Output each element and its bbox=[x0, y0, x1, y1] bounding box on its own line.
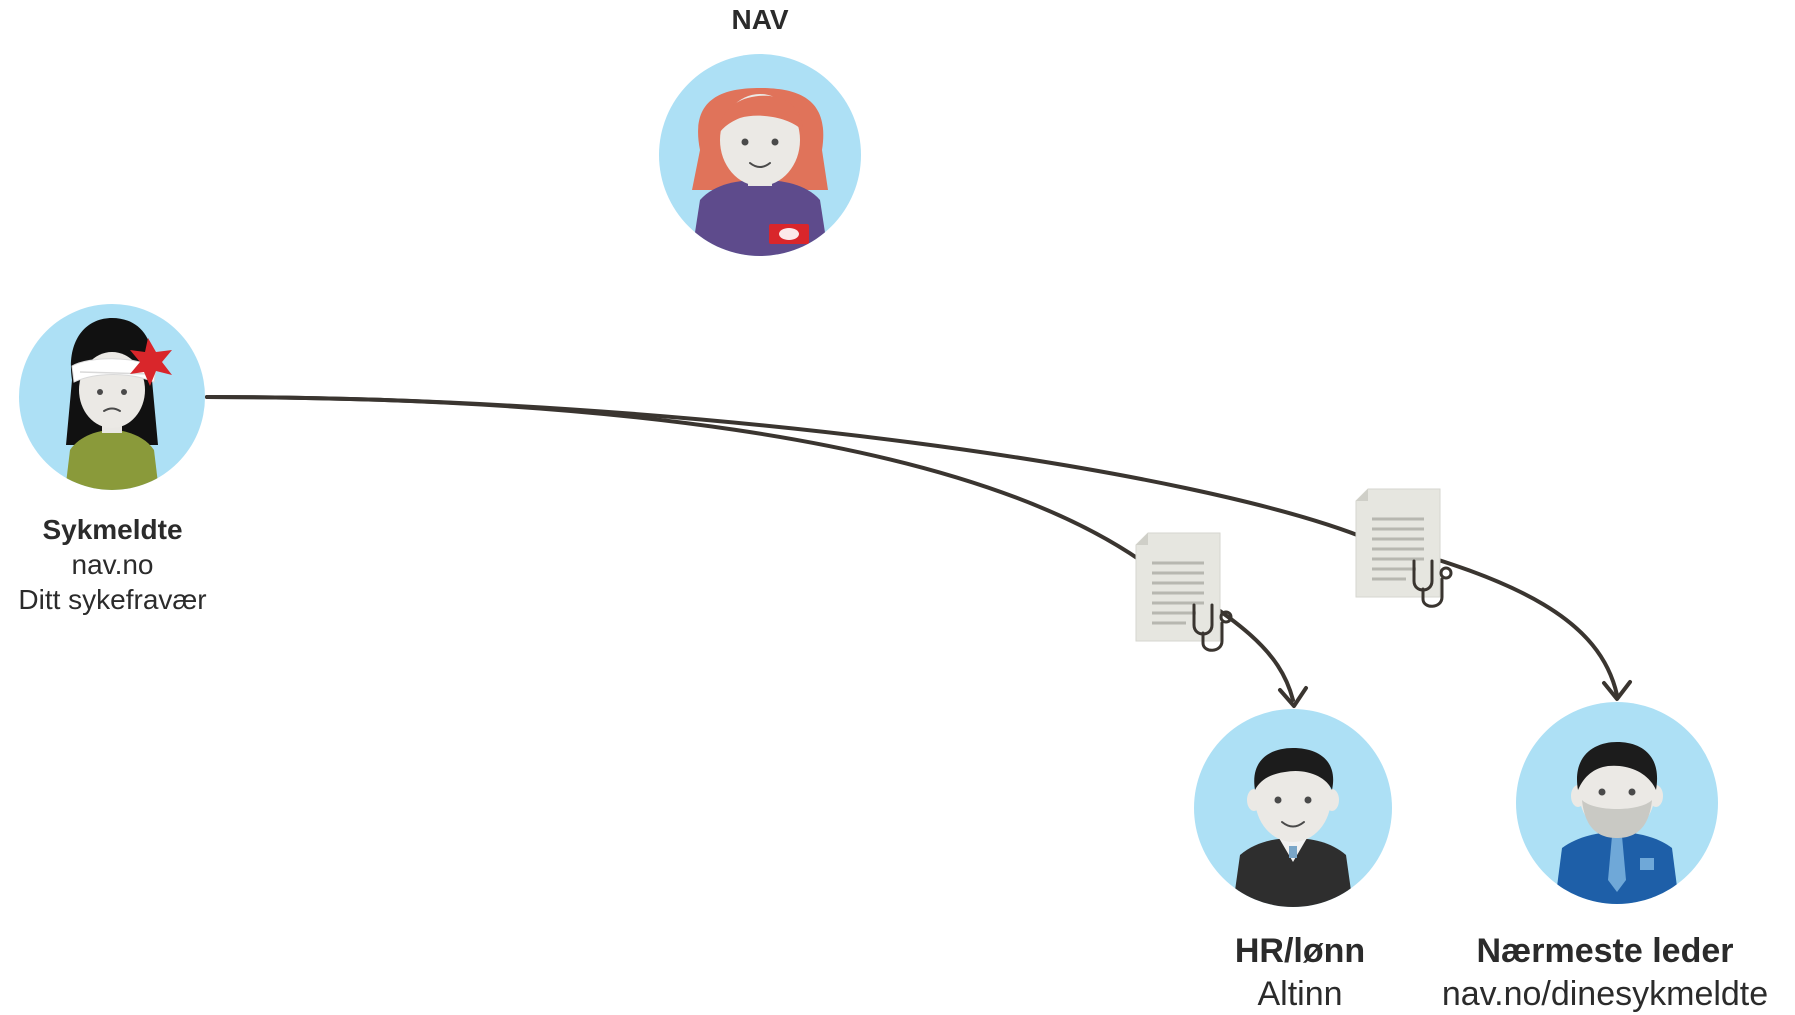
leder-line1: nav.no/dinesykmeldte bbox=[1410, 973, 1795, 1015]
leder-title: Nærmeste leder bbox=[1410, 930, 1795, 973]
sykmeldte-line2: Ditt sykefravær bbox=[0, 582, 225, 617]
nav-title: NAV bbox=[660, 2, 860, 37]
nav-avatar bbox=[659, 54, 861, 265]
sykmeldte-title: Sykmeldte bbox=[0, 512, 225, 547]
sykmeldte-avatar bbox=[19, 304, 205, 500]
medical-certificate-icon bbox=[1356, 489, 1451, 606]
leder-label: Nærmeste leder nav.no/dinesykmeldte bbox=[1410, 930, 1795, 1015]
hr-title: HR/lønn bbox=[1180, 930, 1420, 973]
female-nav-employee-icon bbox=[690, 88, 830, 265]
sykmeldte-line1: nav.no bbox=[0, 547, 225, 582]
leder-avatar bbox=[1516, 702, 1718, 910]
bandaged-patient-icon bbox=[64, 318, 160, 500]
arrow-to-hr bbox=[207, 397, 1293, 700]
medical-certificate-icon bbox=[1136, 533, 1231, 650]
nav-label: NAV bbox=[660, 2, 860, 37]
hr-avatar bbox=[1194, 709, 1392, 912]
hr-label: HR/lønn Altinn bbox=[1180, 930, 1420, 1015]
hr-line1: Altinn bbox=[1180, 973, 1420, 1015]
sykmeldte-label: Sykmeldte nav.no Ditt sykefravær bbox=[0, 512, 225, 617]
